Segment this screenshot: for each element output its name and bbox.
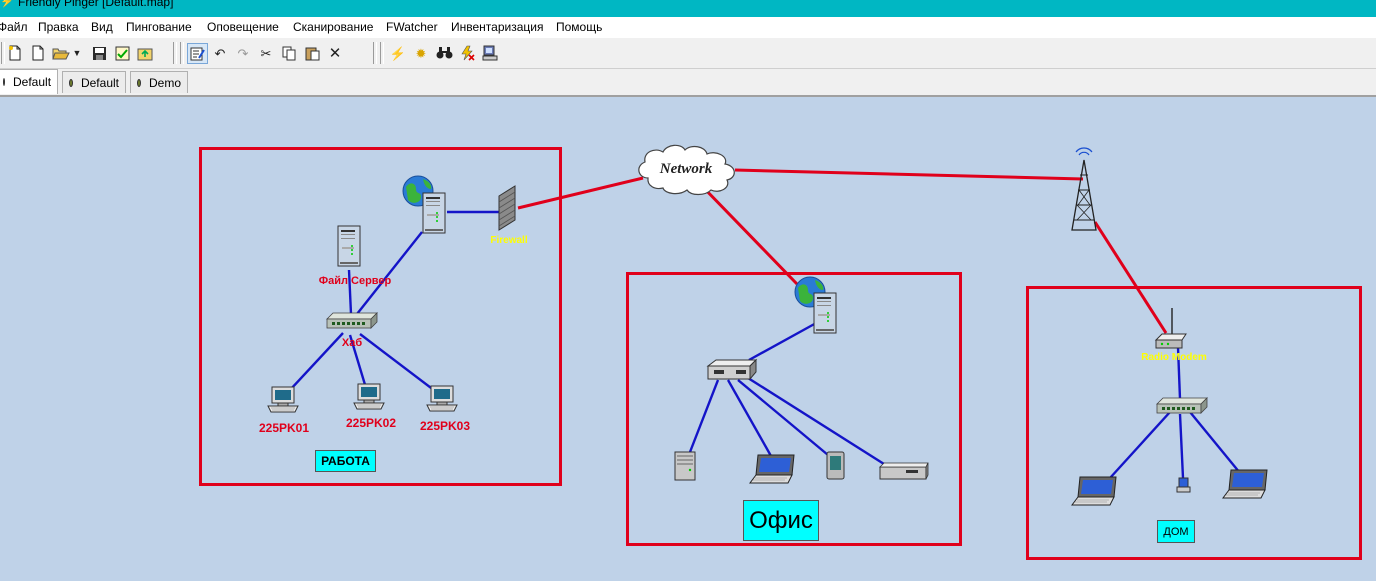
menu-pinging[interactable]: Пингование xyxy=(126,20,192,34)
tab-default[interactable]: Default xyxy=(62,71,126,93)
new-icon[interactable] xyxy=(6,44,24,62)
network-cloud-icon[interactable]: Network xyxy=(638,144,735,196)
network-map-canvas[interactable]: Network Firewall Файл Сервер Хаб 225PK01… xyxy=(0,97,1376,581)
pda-icon[interactable] xyxy=(826,451,845,480)
hub-label: Хаб xyxy=(342,337,362,349)
menu-fwatcher[interactable]: FWatcher xyxy=(386,20,438,34)
export-icon[interactable] xyxy=(136,44,154,62)
group-label-home-text: ДОМ xyxy=(1163,525,1189,538)
tab-status-icon xyxy=(137,78,141,87)
map-tabs: Default Default Demo xyxy=(0,69,1376,97)
network-device-icon[interactable] xyxy=(879,462,929,480)
usb-modem-icon[interactable] xyxy=(1176,477,1191,493)
notification-bulb-icon[interactable]: ✹ xyxy=(415,45,427,61)
workstation-icon[interactable] xyxy=(426,385,458,412)
toolbar-separator xyxy=(373,42,377,64)
group-label-work[interactable]: РАБОТА xyxy=(315,450,376,472)
group-label-office-text: Офис xyxy=(749,506,813,534)
firewall-label: Firewall xyxy=(490,235,527,246)
group-frame-home[interactable] xyxy=(1026,286,1362,560)
laptop-icon[interactable] xyxy=(1071,476,1117,506)
cut-icon[interactable]: ✂ xyxy=(260,45,272,61)
radio-modem-label: Radio Modem xyxy=(1141,352,1207,363)
properties-icon[interactable] xyxy=(113,44,131,62)
menu-inventory[interactable]: Инвентаризация xyxy=(451,20,544,34)
laptop-icon[interactable] xyxy=(1222,469,1268,499)
toolbar-grip xyxy=(180,42,184,64)
network-cloud-label: Network xyxy=(659,161,713,177)
menu-bar: Файл Правка Вид Пингование Оповещение Ск… xyxy=(0,17,1376,39)
gateway-server-icon[interactable] xyxy=(422,192,446,234)
file-server-icon[interactable] xyxy=(337,225,361,267)
title-bar: ⚡ Friendly Pinger [Default.map] xyxy=(0,0,1376,17)
ping-lightning-icon[interactable]: ⚡ xyxy=(389,45,407,61)
radio-modem-icon[interactable] xyxy=(1154,308,1187,349)
edit-mode-icon[interactable] xyxy=(187,43,208,64)
tab-status-icon xyxy=(3,78,5,86)
wan-links xyxy=(517,168,1168,334)
open-folder-icon[interactable] xyxy=(52,44,70,62)
router-icon[interactable] xyxy=(706,358,758,381)
pc-label: 225PK02 xyxy=(346,416,396,430)
home-switch-icon[interactable] xyxy=(1156,397,1208,414)
menu-notification[interactable]: Оповещение xyxy=(207,20,279,34)
tab-demo[interactable]: Demo xyxy=(130,71,188,93)
menu-edit[interactable]: Правка xyxy=(38,20,79,34)
menu-view[interactable]: Вид xyxy=(91,20,113,34)
group-label-home[interactable]: ДОМ xyxy=(1157,520,1195,543)
laptop-icon[interactable] xyxy=(749,454,795,484)
radio-tower-icon[interactable] xyxy=(1071,147,1097,231)
inventory-icon[interactable] xyxy=(481,44,499,62)
pc-label: 225PK01 xyxy=(259,421,309,435)
paste-icon[interactable] xyxy=(303,44,321,62)
gateway-server-icon[interactable] xyxy=(813,292,837,334)
file-server-label: Файл Сервер xyxy=(319,275,392,287)
tab-label: Demo xyxy=(148,75,181,90)
group-label-work-text: РАБОТА xyxy=(321,454,370,468)
new-page-icon[interactable] xyxy=(29,44,47,62)
undo-icon[interactable]: ↶ xyxy=(214,45,226,61)
group-label-office[interactable]: Офис xyxy=(743,500,819,541)
menu-help[interactable]: Помощь xyxy=(556,20,603,34)
toolbar-grip xyxy=(380,42,384,64)
tab-default-active[interactable]: Default xyxy=(0,69,58,94)
server-icon[interactable] xyxy=(674,451,696,481)
toolbar-separator xyxy=(173,42,177,64)
tab-status-icon xyxy=(69,78,73,87)
save-icon[interactable] xyxy=(90,44,108,62)
app-icon: ⚡ xyxy=(0,0,14,8)
group-frame-office[interactable] xyxy=(626,272,962,546)
fwatcher-icon[interactable] xyxy=(458,44,476,62)
toolbar-grip xyxy=(1,42,5,64)
workstation-icon[interactable] xyxy=(267,386,299,413)
hub-icon[interactable] xyxy=(326,312,378,329)
toolbar: ▼ ↶ ↷ ✂ ✕ ⚡ ✹ xyxy=(0,38,1376,69)
menu-file[interactable]: Файл xyxy=(0,20,28,34)
redo-icon[interactable]: ↷ xyxy=(237,45,249,61)
window-title: Friendly Pinger [Default.map] xyxy=(18,0,174,9)
scan-binoculars-icon[interactable] xyxy=(435,44,453,62)
delete-icon[interactable]: ✕ xyxy=(328,44,342,62)
tab-label: Default xyxy=(80,75,119,90)
tab-label: Default xyxy=(13,75,52,89)
group-frame-work[interactable] xyxy=(199,147,562,486)
menu-scanning[interactable]: Сканирование xyxy=(293,20,374,34)
firewall-icon[interactable] xyxy=(498,185,516,231)
lan-links xyxy=(289,210,1241,479)
copy-icon[interactable] xyxy=(280,44,298,62)
pc-label: 225PK03 xyxy=(420,419,470,433)
workstation-icon[interactable] xyxy=(353,383,385,410)
open-dropdown-icon[interactable]: ▼ xyxy=(72,47,82,58)
